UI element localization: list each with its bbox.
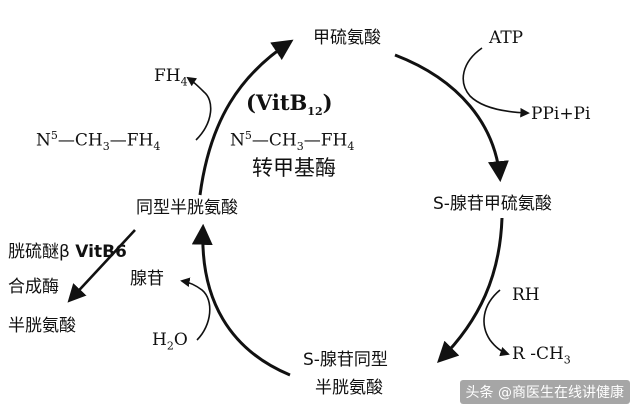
n5-left-sub2: 4 <box>153 140 161 154</box>
arrow-h2o-adenosine <box>180 277 211 341</box>
label-h2o: H2O <box>152 330 188 353</box>
label-cystathionine-synthase-line2: 合成酶 <box>8 277 59 297</box>
label-cystathionine-synthase-line1: 胱硫醚β VitB6 <box>8 244 127 261</box>
n5-right-fh: —FH <box>303 130 348 151</box>
node-sah-line2: 半胱氨酸 <box>315 378 383 398</box>
vitb12-sub: 12 <box>307 105 323 119</box>
node-sah-line1: S-腺苷同型 <box>303 350 388 370</box>
arrow-atp-in <box>462 47 530 118</box>
n5-right-n: N <box>230 130 245 151</box>
watermark: 头条 @商医生在线讲健康 <box>459 380 630 404</box>
r-ch3-text: R -CH <box>512 344 564 364</box>
n5-right-sub2: 4 <box>347 140 355 154</box>
n5-left-ch: —CH <box>57 130 103 151</box>
fh4-sub: 4 <box>180 75 188 89</box>
arc-sah-to-homocysteine <box>191 223 291 377</box>
n5-right-sub: 3 <box>296 140 304 154</box>
node-methionine: 甲硫氨酸 <box>313 28 381 48</box>
node-homocysteine: 同型半胱氨酸 <box>136 198 238 218</box>
vitb12-close: ) <box>322 90 333 115</box>
label-fh4: FH4 <box>154 66 188 89</box>
label-atp: ATP <box>489 28 524 48</box>
fh4-text: FH <box>154 66 181 86</box>
arc-homocysteine-to-methionine <box>198 39 294 196</box>
arc-methionine-to-sam <box>394 53 509 183</box>
label-r-ch3: R -CH3 <box>512 344 571 367</box>
vitb6-label: VitB6 <box>75 242 127 262</box>
label-n5-ch3-fh4-right: N5—CH3—FH4 <box>230 130 354 152</box>
n5-left-sub: 3 <box>102 140 110 154</box>
h2o-h: H <box>152 330 167 350</box>
h2o-sub: 2 <box>166 339 174 353</box>
n5-left-fh: —FH <box>109 130 154 151</box>
vitb12-open: (VitB <box>246 90 308 115</box>
label-vitb12: (VitB12) <box>246 92 333 117</box>
node-cysteine: 半胱氨酸 <box>8 316 76 336</box>
r-ch3-sub: 3 <box>563 353 571 367</box>
label-ppi-pi: PPi+Pi <box>531 104 591 124</box>
arc-sam-to-sah <box>437 217 504 363</box>
n5-right-sup: 5 <box>244 129 252 142</box>
label-n5-ch3-fh4-left: N5—CH3—FH4 <box>36 130 160 152</box>
label-transmethylase: 转甲基酶 <box>252 156 336 180</box>
label-rh: RH <box>512 285 540 305</box>
cystathionine-name: 胱硫醚β <box>8 242 76 262</box>
n5-left-n: N <box>36 130 51 151</box>
arrow-to-cysteine <box>67 229 136 303</box>
node-sam: S-腺苷甲硫氨酸 <box>433 194 552 214</box>
node-adenosine: 腺苷 <box>130 269 164 289</box>
n5-right-ch: —CH <box>251 130 297 151</box>
h2o-o: O <box>173 330 188 350</box>
arrow-rh-methyl <box>483 289 510 357</box>
arrow-fh4-methyl <box>186 76 212 141</box>
n5-left-sup: 5 <box>50 129 58 142</box>
